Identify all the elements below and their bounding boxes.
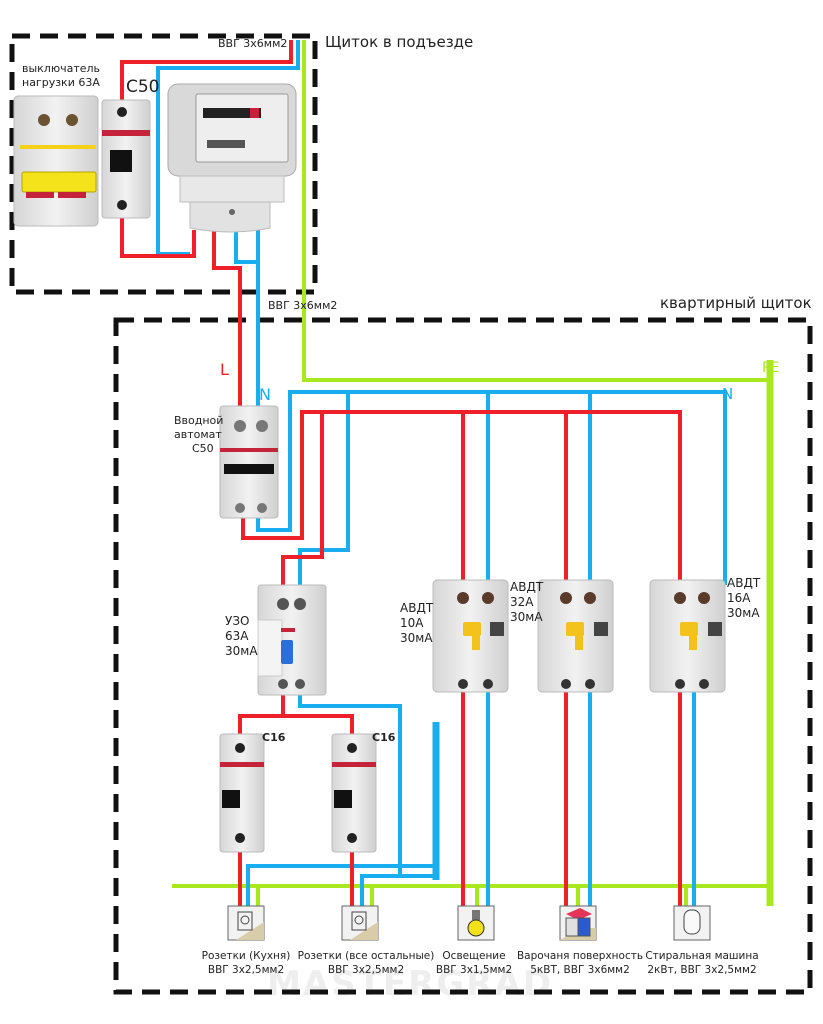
rcbo-32a[interactable]: [537, 579, 614, 693]
rcbo-10a[interactable]: [432, 579, 509, 693]
breaker-c50-entrance[interactable]: [101, 99, 151, 219]
cooktop-icon: [559, 905, 597, 941]
load-3-label-2: ВВГ 3х1,5мм2: [436, 964, 512, 976]
rcd-label-3: 30мА: [225, 644, 258, 658]
phase-wires: [120, 40, 682, 906]
riser-cable-label: ВВГ 3х6мм2: [268, 299, 337, 312]
electricity-meter-icon: [167, 83, 297, 233]
socket-icon: [227, 905, 265, 941]
phase-riser-wire: [212, 230, 242, 410]
main-breaker-c50[interactable]: [219, 405, 279, 519]
main-breaker-label-2: автомат: [174, 428, 222, 441]
rcbo-3-label-1: АВДТ: [727, 576, 761, 590]
apartment-panel-title: квартирный щиток: [660, 294, 812, 312]
main-breaker-label-3: С50: [192, 442, 214, 455]
branch-breaker-c16-2[interactable]: [331, 733, 377, 853]
load-switch-label-2: нагрузки 63А: [22, 76, 100, 89]
rcd-phase-out: [238, 690, 285, 740]
load-4-label-2: 5кВТ, ВВГ 3х6мм2: [530, 964, 630, 976]
washing-machine-icon: [673, 905, 711, 941]
rcbo-1-label-1: АВДТ: [400, 601, 434, 615]
load-1-label-1: Розетки (Кухня): [202, 950, 291, 962]
phase-bus-wire: [241, 410, 682, 585]
phase-feed-wire: [120, 40, 293, 100]
load-2-label-2: ВВГ 3х2,5мм2: [328, 964, 404, 976]
load-3-label-1: Освещение: [442, 950, 505, 962]
ground-feed-wire: [302, 40, 770, 382]
load-1-label-2: ВВГ 3х2,5мм2: [208, 964, 284, 976]
branch-breaker-1-label: C16: [262, 731, 286, 744]
rcbo-1-label-2: 10А: [400, 616, 424, 630]
branch-breaker-2-label: C16: [372, 731, 396, 744]
phase-label: L: [220, 360, 229, 379]
entrance-panel-title: Щиток в подъезде: [325, 33, 473, 51]
load-switch-label-1: выключатель: [22, 62, 100, 75]
rcbo-3-label-2: 16А: [727, 591, 751, 605]
load-switch-63a[interactable]: [13, 95, 99, 227]
rcd-label-2: 63А: [225, 629, 249, 643]
neutral-bus-label: N: [722, 385, 733, 403]
ground-wires: [172, 40, 774, 906]
rcd-63a[interactable]: [257, 584, 327, 696]
neutral-label: N: [259, 385, 271, 404]
load-4-label-1: Варочаня поверхность: [517, 950, 643, 962]
phase-to-rcd: [281, 412, 324, 590]
rcbo-1-label-3: 30мА: [400, 631, 433, 645]
entrance-breaker-label: С50: [126, 77, 160, 97]
rcbo-2-label-2: 32А: [510, 595, 534, 609]
load-5-label-1: Стиральная машина: [645, 950, 758, 962]
load-2-label-1: Розетки (все остальные): [298, 950, 435, 962]
socket-icon: [341, 905, 379, 941]
entrance-cable-label: ВВГ 3х6мм2: [218, 37, 287, 50]
load-5-label-2: 2кВт, ВВГ 3х2,5мм2: [647, 964, 756, 976]
light-bulb-icon: [457, 905, 495, 941]
rcbo-16a[interactable]: [649, 579, 726, 693]
pe-bus-label: PE: [762, 360, 779, 376]
rcd-label-1: УЗО: [225, 614, 249, 628]
branch-breaker-c16-1[interactable]: [219, 733, 265, 853]
watermark: MASTERGRAD: [267, 964, 553, 1004]
main-breaker-label-1: Вводной: [174, 414, 223, 427]
rcbo-2-label-3: 30мА: [510, 610, 543, 624]
entrance-panel-box: [9, 33, 318, 295]
rcbo-3-label-3: 30мА: [727, 606, 760, 620]
apartment-panel-box: [113, 317, 813, 995]
rcbo-2-label-1: АВДТ: [510, 580, 544, 594]
